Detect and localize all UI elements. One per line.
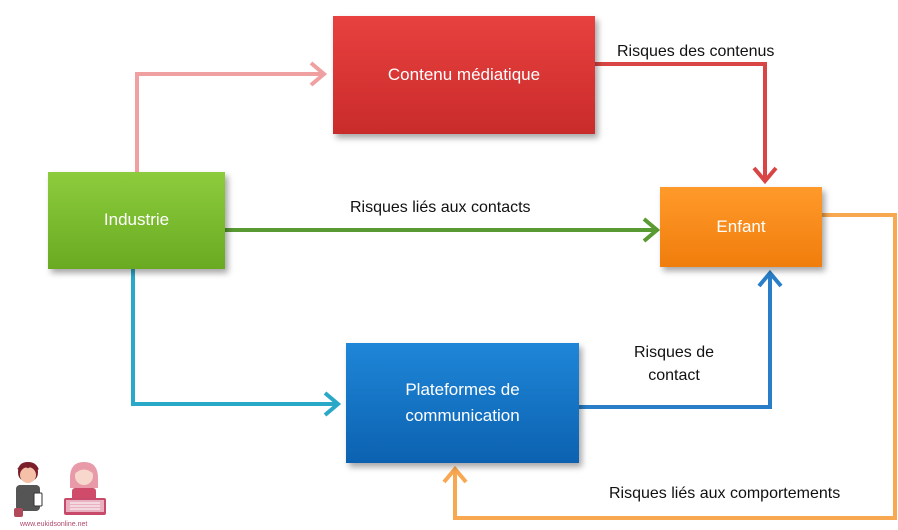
eukidsonline-logo: www.eukidsonline.net bbox=[14, 462, 106, 528]
node-plateformes-label-line2: communication bbox=[405, 406, 520, 425]
edge-label-risques-contacts: Risques liés aux contacts bbox=[350, 199, 531, 216]
node-contenu-label: Contenu médiatique bbox=[387, 64, 541, 84]
node-contenu-mediatique: Contenu médiatique bbox=[333, 16, 595, 134]
node-enfant: Enfant bbox=[660, 187, 822, 267]
edge-label-risques-comportements: Risques liés aux comportements bbox=[609, 485, 841, 502]
boy-figure-icon bbox=[14, 462, 43, 517]
edge-plateformes-to-enfant bbox=[579, 269, 783, 409]
edge-label-risques-contact-line2: contact bbox=[648, 367, 700, 385]
edge-industrie-to-contenu bbox=[135, 61, 328, 172]
logo-url-text: www.eukidsonline.net bbox=[19, 521, 87, 528]
edge-label-risques-contact: Risques de contact bbox=[618, 341, 730, 387]
edge-industrie-to-plateformes bbox=[131, 269, 342, 417]
node-enfant-label: Enfant bbox=[716, 216, 766, 236]
node-plateformes-communication: Plateformes de communication bbox=[346, 343, 579, 463]
girl-figure-icon bbox=[64, 462, 106, 515]
node-industrie-label: Industrie bbox=[103, 210, 170, 230]
edge-label-risques-contact-line1: Risques de bbox=[633, 344, 715, 361]
edge-label-risques-contenus: Risques des contenus bbox=[617, 43, 775, 60]
edge-contenu-to-enfant bbox=[595, 62, 778, 185]
edge-industrie-to-enfant bbox=[225, 217, 661, 243]
node-industrie: Industrie bbox=[48, 172, 225, 269]
edge-enfant-to-plateformes bbox=[442, 213, 897, 520]
node-plateformes-label-line1: Plateformes de bbox=[405, 379, 520, 399]
